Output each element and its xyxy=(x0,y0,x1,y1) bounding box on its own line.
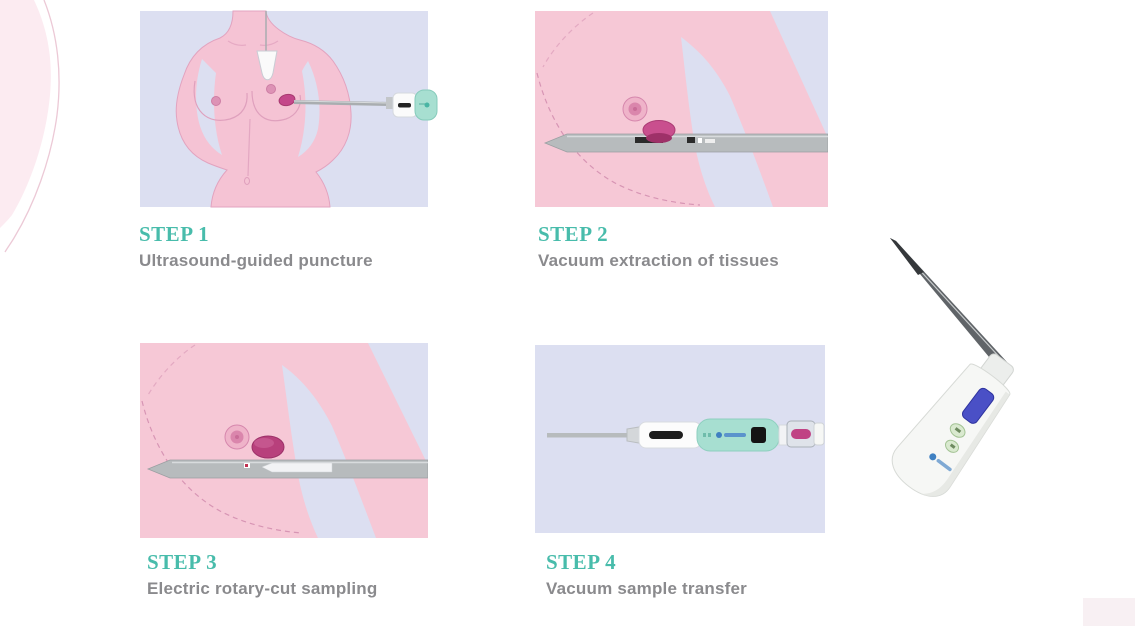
armpit-gap xyxy=(681,37,773,207)
step3-text: STEP 3 Electric rotary-cut sampling xyxy=(147,550,378,598)
display-screen xyxy=(961,387,995,424)
brand-logo xyxy=(929,453,937,461)
nipple xyxy=(266,84,276,94)
biopsy-needle xyxy=(146,459,428,479)
step1-label: STEP 1 xyxy=(139,222,210,246)
step1-illustration xyxy=(175,10,438,208)
step4-illustration xyxy=(547,418,825,452)
needle-tip xyxy=(890,238,924,275)
decorative-pink-curve xyxy=(0,0,60,253)
lesion xyxy=(278,93,296,107)
nipple xyxy=(622,96,648,122)
breast-closeup xyxy=(535,11,828,207)
needle-shaft xyxy=(547,433,627,438)
step3-caption: Electric rotary-cut sampling xyxy=(147,579,378,598)
biopsy-needle xyxy=(543,133,828,153)
biopsy-device-side-view xyxy=(547,418,825,452)
button xyxy=(751,427,766,443)
tissue-sample xyxy=(791,429,811,439)
brand-logo xyxy=(716,432,722,438)
lesion-sampled xyxy=(251,435,285,459)
arm-edge xyxy=(770,11,828,138)
biopsy-needle-device xyxy=(293,89,438,121)
decorative-corner-shape xyxy=(1083,598,1135,626)
needle-hub xyxy=(626,426,640,444)
step1-caption: Ultrasound-guided puncture xyxy=(139,251,373,270)
nipple xyxy=(224,424,250,450)
needle-photo xyxy=(890,238,1007,369)
end-cap xyxy=(813,422,825,446)
nipple xyxy=(211,96,221,106)
step4-text: STEP 4 Vacuum sample transfer xyxy=(546,550,747,598)
rotary-blade xyxy=(261,462,333,473)
step4-label: STEP 4 xyxy=(546,550,617,574)
step1-text: STEP 1 Ultrasound-guided puncture xyxy=(139,222,373,270)
biopsy-device-photo xyxy=(890,238,1014,497)
lesion-vacuumed xyxy=(642,120,676,143)
step3-illustration xyxy=(140,343,428,538)
armpit-gap xyxy=(282,365,376,538)
device-handle-photo xyxy=(891,353,1014,497)
step3-label: STEP 3 xyxy=(147,550,218,574)
step2-text: STEP 2 Vacuum extraction of tissues xyxy=(538,222,779,270)
step3-panel xyxy=(140,343,428,538)
step1-panel xyxy=(140,10,438,208)
slot xyxy=(649,431,683,439)
ultrasound-probe xyxy=(256,11,278,81)
step2-caption: Vacuum extraction of tissues xyxy=(538,251,779,270)
step4-panel xyxy=(535,345,825,533)
step2-illustration xyxy=(535,11,828,207)
arm-edge xyxy=(368,343,428,465)
torso-figure xyxy=(175,10,352,208)
step2-panel xyxy=(535,11,828,207)
step2-label: STEP 2 xyxy=(538,222,609,246)
step4-caption: Vacuum sample transfer xyxy=(546,579,747,598)
